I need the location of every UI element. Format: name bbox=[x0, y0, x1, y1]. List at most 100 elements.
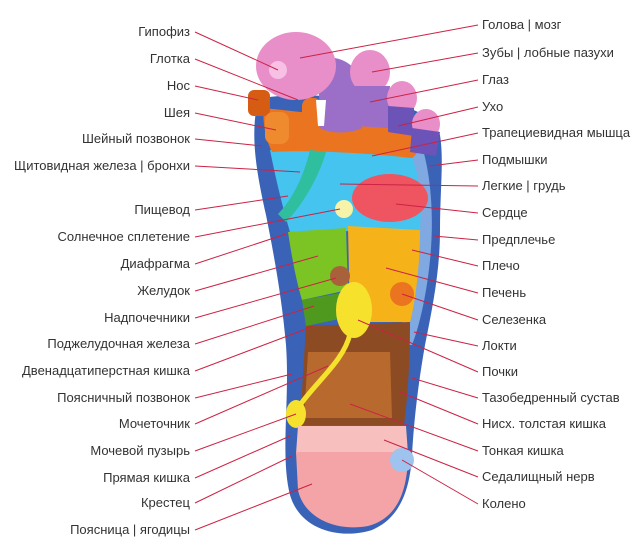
leader-diafragma bbox=[194, 233, 287, 265]
leader-pishchevod bbox=[194, 195, 289, 211]
leader-predplechye bbox=[433, 235, 479, 241]
zone-ureter bbox=[297, 333, 353, 407]
leader-podzheludochnaya bbox=[194, 305, 315, 345]
toe-3-stem bbox=[388, 106, 414, 136]
leader-poyasnichny bbox=[194, 373, 293, 399]
label-krestets: Крестец bbox=[141, 495, 191, 510]
zone-solar-plexus bbox=[335, 200, 353, 218]
leader-golova bbox=[299, 24, 479, 59]
label-zuby: Зубы | лобные пазухи bbox=[482, 45, 614, 60]
toes bbox=[256, 32, 440, 156]
label-nadpochechniki: Надпочечники bbox=[104, 310, 190, 325]
toe-4-stem bbox=[410, 128, 440, 156]
label-nos: Нос bbox=[167, 78, 191, 93]
label-gipofiz: Гипофиз bbox=[138, 24, 190, 39]
label-legkie: Легкие | грудь bbox=[482, 178, 566, 193]
leader-tonkaya bbox=[349, 403, 479, 452]
label-sedalishchny: Седалищный нерв bbox=[482, 469, 595, 484]
labels-left: Гипофиз Глотка Нос Шея Шейный позвонок Щ… bbox=[14, 24, 191, 537]
leader-gipofiz bbox=[194, 31, 279, 71]
label-selezenka: Селезенка bbox=[482, 312, 547, 327]
label-ukho: Ухо bbox=[482, 99, 503, 114]
label-pishchevod: Пищевод bbox=[134, 202, 190, 217]
leader-dvenadtsatiperstnaya bbox=[194, 325, 315, 372]
label-lokti: Локти bbox=[482, 338, 517, 353]
leader-zheludok bbox=[194, 255, 319, 292]
leader-sheya bbox=[194, 112, 277, 131]
leader-glaz bbox=[369, 79, 479, 103]
label-serdtse: Сердце bbox=[482, 205, 528, 220]
zone-adrenal bbox=[330, 266, 350, 286]
toe-white-gap bbox=[316, 100, 326, 126]
leader-krestets bbox=[194, 455, 293, 504]
label-diafragma: Диафрагма bbox=[121, 256, 191, 271]
label-mochetochnik: Мочеточник bbox=[119, 416, 190, 431]
leader-plecho bbox=[411, 249, 479, 267]
leader-selezenka bbox=[401, 293, 479, 321]
label-solnechnoe: Солнечное сплетение bbox=[57, 229, 190, 244]
labels-right: Голова | мозг Зубы | лобные пазухи Глаз … bbox=[482, 17, 631, 511]
foot-illustration bbox=[248, 32, 442, 534]
leader-pechen bbox=[385, 267, 479, 294]
label-glaz: Глаз bbox=[482, 72, 509, 87]
label-golova: Голова | мозг bbox=[482, 17, 562, 32]
label-predplechye: Предплечье bbox=[482, 232, 555, 247]
leader-glotka bbox=[194, 58, 299, 101]
label-zheludok: Желудок bbox=[137, 283, 190, 298]
leader-mochevoy bbox=[194, 413, 297, 452]
label-tonkaya: Тонкая кишка bbox=[482, 443, 565, 458]
label-podmyshki: Подмышки bbox=[482, 152, 548, 167]
label-plecho: Плечо bbox=[482, 258, 520, 273]
toe-2-stem bbox=[352, 86, 390, 128]
leader-nadpochechniki bbox=[194, 277, 337, 319]
label-poyasnitsa: Поясница | ягодицы bbox=[70, 522, 190, 537]
label-pryamaya: Прямая кишка bbox=[103, 470, 191, 485]
zone-neck-orange bbox=[265, 112, 289, 144]
leader-lines-left bbox=[194, 31, 341, 531]
zone-teal bbox=[278, 150, 326, 222]
leader-pochki bbox=[357, 319, 479, 373]
zone-mid-brown bbox=[304, 352, 392, 418]
leader-nos bbox=[194, 85, 259, 101]
leader-pryamaya bbox=[194, 435, 291, 479]
zone-heel bbox=[296, 452, 408, 528]
leader-podmyshki bbox=[429, 159, 479, 167]
leader-ukho bbox=[397, 106, 479, 127]
leader-shchitovidnaya bbox=[194, 165, 301, 173]
leader-solnechnoe bbox=[194, 208, 341, 238]
leader-lines-right bbox=[299, 24, 479, 505]
label-trapetsievidnaya: Трапециевидная мышца bbox=[482, 125, 631, 140]
label-nisk-tolstaya: Нисх. толстая кишка bbox=[482, 416, 607, 431]
zone-kidney bbox=[336, 282, 372, 338]
label-podzheludochnaya: Поджелудочная железа bbox=[47, 336, 190, 351]
label-koleno: Колено bbox=[482, 496, 526, 511]
leader-zuby bbox=[371, 52, 479, 73]
leader-lokti bbox=[413, 331, 479, 347]
label-sheya: Шея bbox=[164, 105, 190, 120]
label-pochki: Почки bbox=[482, 364, 518, 379]
label-pechen: Печень bbox=[482, 285, 526, 300]
label-dvenadtsatiperstnaya: Двенадцатиперстная кишка bbox=[22, 363, 191, 378]
leader-mochetochnik bbox=[194, 365, 329, 425]
leader-koleno bbox=[401, 459, 479, 505]
leader-sedalishchny bbox=[383, 439, 479, 478]
leader-serdtse bbox=[395, 203, 479, 214]
zone-heart bbox=[352, 174, 428, 222]
zone-heel-top bbox=[296, 426, 408, 454]
label-glotka: Глотка bbox=[150, 51, 191, 66]
leader-poyasnitsa bbox=[194, 483, 313, 531]
zone-dark-orange bbox=[248, 90, 270, 116]
toe-2 bbox=[350, 50, 390, 94]
leader-nisk-tolstaya bbox=[399, 391, 479, 425]
label-tazobedrenny: Тазобедренный сустав bbox=[482, 390, 620, 405]
leader-trapetsievidnaya bbox=[371, 132, 479, 157]
zone-dark-green bbox=[302, 292, 346, 326]
leader-sheyny-pozvonok bbox=[194, 138, 263, 147]
big-toe bbox=[256, 32, 336, 100]
label-poyasnichny: Поясничный позвонок bbox=[57, 390, 190, 405]
label-mochevoy: Мочевой пузырь bbox=[90, 443, 190, 458]
label-shchitovidnaya: Щитовидная железа | бронхи bbox=[14, 158, 190, 173]
leader-tazobedrenny bbox=[411, 377, 479, 399]
label-sheyny-pozvonok: Шейный позвонок bbox=[82, 131, 190, 146]
